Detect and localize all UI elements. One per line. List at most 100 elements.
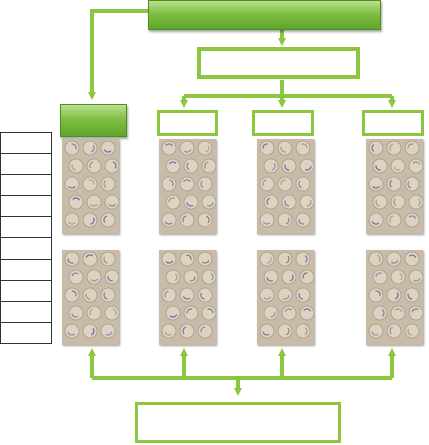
plate-well [183,194,199,210]
plate-well [197,176,213,192]
plate-well [100,212,116,228]
plate-stain [389,179,393,188]
plate-stain [90,203,98,207]
plate-texture [257,139,314,234]
plate-stain [285,217,290,225]
plate-stain [103,215,108,223]
plate-stain [112,161,117,169]
plate-stain [182,179,191,183]
plate-stain [67,221,76,225]
plate-well [277,176,293,192]
plate-well [64,140,80,156]
plate-stain [200,292,205,300]
plate-well [372,194,388,210]
plate-well [68,269,84,285]
plate-well [100,287,116,303]
plate-stain [169,179,174,187]
plate-well [183,305,199,321]
plate-stain [182,296,191,300]
plate-well [277,140,293,156]
plate-well [201,158,216,174]
plate-well [197,323,213,339]
plate-well [277,287,293,303]
plate-well [372,158,388,174]
plate-stain [262,331,270,336]
plate-well [263,269,279,285]
plate-well [299,269,314,285]
plate-stain [280,146,286,153]
plate-stain [282,295,290,300]
plate-stain [393,198,397,207]
plate-well [390,158,406,174]
plate-stain [262,179,267,187]
plate-stain [408,215,417,219]
plate-stain [389,143,394,151]
side-table-row [1,196,51,218]
plate-stain [205,145,210,153]
plate-stain [303,308,312,312]
plate-well [277,251,293,267]
plate-stain [371,221,380,225]
plate-stain [67,331,75,336]
plate-well [197,212,213,228]
plate-well [86,269,102,285]
side-table-row [1,217,51,239]
plate-stain [89,161,94,169]
plate-stain [103,256,108,264]
plate-texture [257,250,314,345]
plate-well [281,305,297,321]
plate-stain [107,275,113,282]
plate-well [386,251,402,267]
plate-stain [262,221,271,225]
plate-well [408,194,423,210]
plate-stain [200,180,204,189]
plate-well [259,251,275,267]
plate-well [165,269,181,285]
plate-stain [377,254,381,263]
plate-well [295,323,311,339]
plate-stain [289,274,294,282]
plate-well [404,176,420,192]
plate-stain [389,326,393,335]
plate-stain [186,162,190,171]
top-box [148,0,381,30]
plate-stain [71,164,77,171]
plate-well [82,251,98,267]
plate-well [82,212,98,228]
plate-stain [301,143,308,149]
bottom-box [135,402,341,443]
plate-well [263,158,279,174]
plate-well [165,305,181,321]
side-table-row [1,302,51,323]
plate-stain [302,272,308,279]
plate-stain [412,161,421,165]
plate-stain [411,308,419,313]
side-table-row [1,281,51,302]
plate-well [64,176,80,192]
plate-stain [375,165,382,171]
plate-well [263,194,279,210]
plate-well [100,323,116,339]
plate-well [259,140,275,156]
plate-well [64,287,80,303]
plate-texture [62,250,119,345]
plate-texture [366,250,423,345]
column-header-2 [157,110,218,136]
plate-photo-bottom-2 [159,250,216,345]
plate-stain [305,165,312,171]
plate-well [104,158,119,174]
plate-well [408,269,423,285]
plate-stain [408,254,417,258]
side-table-row [1,175,51,197]
plate-well [179,140,195,156]
plate-well [390,305,406,321]
plate-well [368,176,384,192]
plate-well [386,287,402,303]
plate-stain [90,145,95,153]
plate-well [259,176,275,192]
plate-stain [407,328,412,336]
column-header-1 [60,104,127,137]
plate-stain [90,328,95,336]
plate-well [386,176,402,192]
plate-stain [103,149,112,153]
